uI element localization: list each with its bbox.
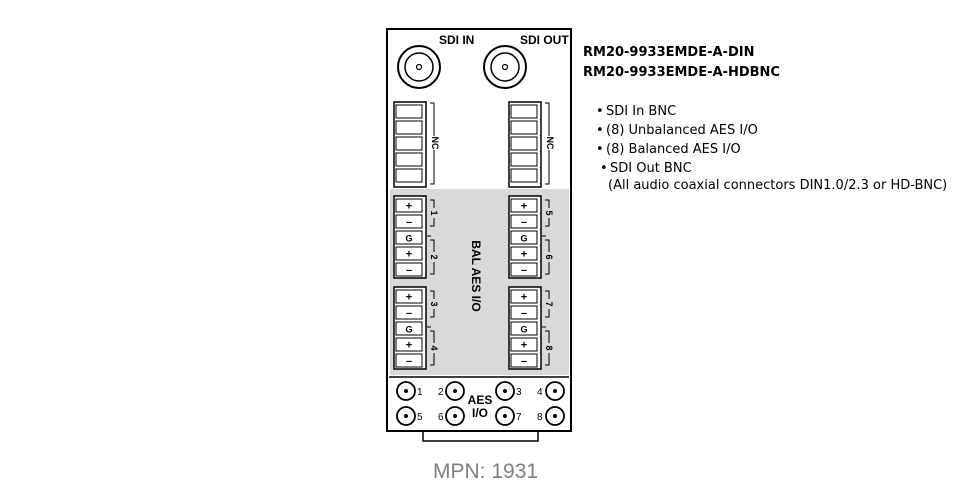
sdi-out-bnc xyxy=(483,45,527,89)
bullet-icon: • xyxy=(596,104,604,119)
bal-aes-io-label: BAL AES I/O xyxy=(469,240,483,311)
aes-bnc-connector: 8 xyxy=(537,406,565,426)
pin-label: – xyxy=(406,356,412,368)
feature-list: •SDI In BNC •(8) Unbalanced AES I/O •(8)… xyxy=(596,102,758,178)
aes-channel-number: 8 xyxy=(537,412,543,423)
nc-label-left: NC xyxy=(430,137,440,150)
unbalanced-aes-bnc-row: 1 2 3 4 5 6 7 8 xyxy=(396,381,565,426)
aes-bnc-connector: 7 xyxy=(495,406,522,426)
model-hdbnc: RM20-9933EMDE-A-HDBNC xyxy=(583,65,780,80)
pin-label: G xyxy=(405,234,412,244)
aes-bnc-connector: 2 xyxy=(438,381,465,401)
connector-note: (All audio coaxial connectors DIN1.0/2.3… xyxy=(608,178,948,193)
io-label: I/O xyxy=(472,406,488,420)
aes-bnc-connector: 3 xyxy=(495,381,522,401)
pin-label: + xyxy=(521,249,527,261)
pin-label: – xyxy=(521,265,527,277)
sdi-out-label: SDI OUT xyxy=(520,33,569,47)
aes-bnc-connector: 4 xyxy=(537,381,565,401)
sdi-in-label: SDI IN xyxy=(439,33,474,47)
pin-label: G xyxy=(405,325,412,335)
sdi-in-bnc xyxy=(397,45,441,89)
aes-channel-number: 2 xyxy=(438,387,444,398)
pin-label: + xyxy=(521,201,527,213)
aes-label: AES xyxy=(468,393,493,407)
pin-label: – xyxy=(406,265,412,277)
balanced-terminal-block: + – G + – 7 8 xyxy=(508,286,554,370)
aes-channel-number: 1 xyxy=(417,387,423,398)
pin-label: G xyxy=(520,234,527,244)
balanced-aes-terminals: + – G + – 1 2 + – G + – 5 6 + – G + – 3 4 + – G + – 7 8 xyxy=(393,195,554,370)
channel-number: 2 xyxy=(429,254,439,259)
bullet-icon: • xyxy=(596,123,604,138)
card-bottom-tab xyxy=(422,430,539,442)
nc-terminal-block-left xyxy=(393,101,435,188)
channel-number: 3 xyxy=(429,301,439,306)
pin-label: – xyxy=(521,217,527,229)
nc-terminal-block-right xyxy=(508,101,550,188)
aes-channel-number: 3 xyxy=(516,387,522,398)
pin-label: + xyxy=(406,249,412,261)
aes-channel-number: 5 xyxy=(417,412,423,423)
feature-item: •(8) Balanced AES I/O xyxy=(596,142,741,157)
bullet-icon: • xyxy=(596,142,604,157)
mpn-label: MPN: 1931 xyxy=(433,460,539,483)
aes-channel-number: 4 xyxy=(537,387,543,398)
aes-bnc-connector: 5 xyxy=(396,406,423,426)
pin-label: – xyxy=(521,308,527,320)
nc-label-right: NC xyxy=(545,137,555,150)
pin-label: + xyxy=(406,340,412,352)
aes-bnc-connector: 6 xyxy=(438,406,465,426)
channel-number: 4 xyxy=(429,345,439,350)
channel-number: 7 xyxy=(544,301,554,306)
bullet-icon: • xyxy=(600,161,608,176)
feature-item: •(8) Unbalanced AES I/O xyxy=(596,123,758,138)
aes-channel-number: 7 xyxy=(516,412,522,423)
feature-item: •SDI In BNC xyxy=(596,104,677,119)
pin-label: – xyxy=(406,308,412,320)
pin-label: G xyxy=(520,325,527,335)
channel-number: 8 xyxy=(544,345,554,350)
pin-label: – xyxy=(406,217,412,229)
pin-label: + xyxy=(406,201,412,213)
channel-number: 5 xyxy=(544,210,554,215)
pin-label: + xyxy=(406,292,412,304)
feature-item: •SDI Out BNC xyxy=(600,161,692,176)
model-din: RM20-9933EMDE-A-DIN xyxy=(583,45,755,60)
aes-bnc-connector: 1 xyxy=(396,381,423,401)
channel-number: 6 xyxy=(544,254,554,259)
aes-channel-number: 6 xyxy=(438,412,444,423)
balanced-terminal-block: + – G + – 1 2 xyxy=(393,195,439,279)
balanced-terminal-block: + – G + – 5 6 xyxy=(508,195,554,279)
pin-label: – xyxy=(521,356,527,368)
pin-label: + xyxy=(521,340,527,352)
channel-number: 1 xyxy=(429,210,439,215)
balanced-terminal-block: + – G + – 3 4 xyxy=(393,286,439,370)
pin-label: + xyxy=(521,292,527,304)
